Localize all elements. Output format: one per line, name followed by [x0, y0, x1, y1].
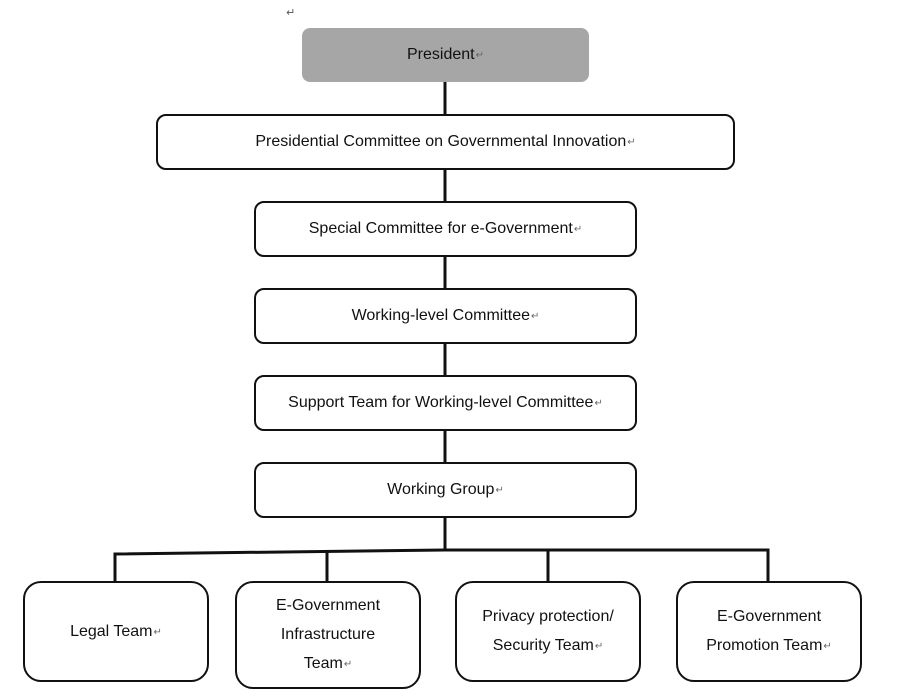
node-label: Special Committee for e-Government: [308, 220, 573, 237]
node-label: Working Group: [387, 481, 495, 498]
node-label: Working-level Committee: [351, 307, 531, 324]
node-label: Presidential Committee on Governmental I…: [255, 133, 627, 150]
node-legal-team: Legal Team↵: [23, 581, 209, 682]
return-mark: ↵: [475, 50, 484, 61]
return-mark: ↵: [343, 659, 353, 670]
node-label-line: E-Government: [275, 597, 381, 614]
node-support-team: Support Team for Working-level Committee…: [254, 375, 637, 431]
return-mark: ↵: [823, 641, 832, 652]
return-mark: ↵: [153, 626, 162, 638]
node-label: Legal Team: [70, 622, 153, 640]
return-mark: ↵: [594, 641, 604, 652]
node-label-line: Promotion Team: [706, 637, 823, 654]
node-label-line: Infrastructure: [280, 626, 376, 643]
return-mark: ↵: [594, 398, 603, 409]
node-label-line: Privacy protection/: [482, 608, 614, 625]
return-mark: ↵: [495, 485, 504, 496]
connector-team-bus: [113, 548, 770, 556]
return-mark: ↵: [627, 137, 636, 148]
node-label: Support Team for Working-level Committee: [288, 394, 594, 411]
return-mark: ↵: [573, 224, 583, 235]
node-promotion-team: E-Government Promotion Team↵: [676, 581, 862, 682]
node-presidential-committee: Presidential Committee on Governmental I…: [156, 114, 735, 170]
paragraph-mark: ↵: [286, 6, 296, 19]
node-label-line: E-Government: [716, 608, 822, 625]
node-special-committee: Special Committee for e-Government↵: [254, 201, 637, 257]
node-label-line: Team: [303, 655, 343, 672]
return-mark: ↵: [531, 311, 540, 322]
node-working-group: Working Group↵: [254, 462, 637, 518]
node-privacy-security-team: Privacy protection/ Security Team↵: [455, 581, 641, 682]
node-working-level-committee: Working-level Committee↵: [254, 288, 637, 344]
node-infrastructure-team: E-Government Infrastructure Team↵: [235, 581, 421, 689]
node-president: President↵: [302, 28, 589, 82]
node-label-line: Security Team: [492, 637, 594, 654]
node-label: President: [407, 46, 475, 63]
